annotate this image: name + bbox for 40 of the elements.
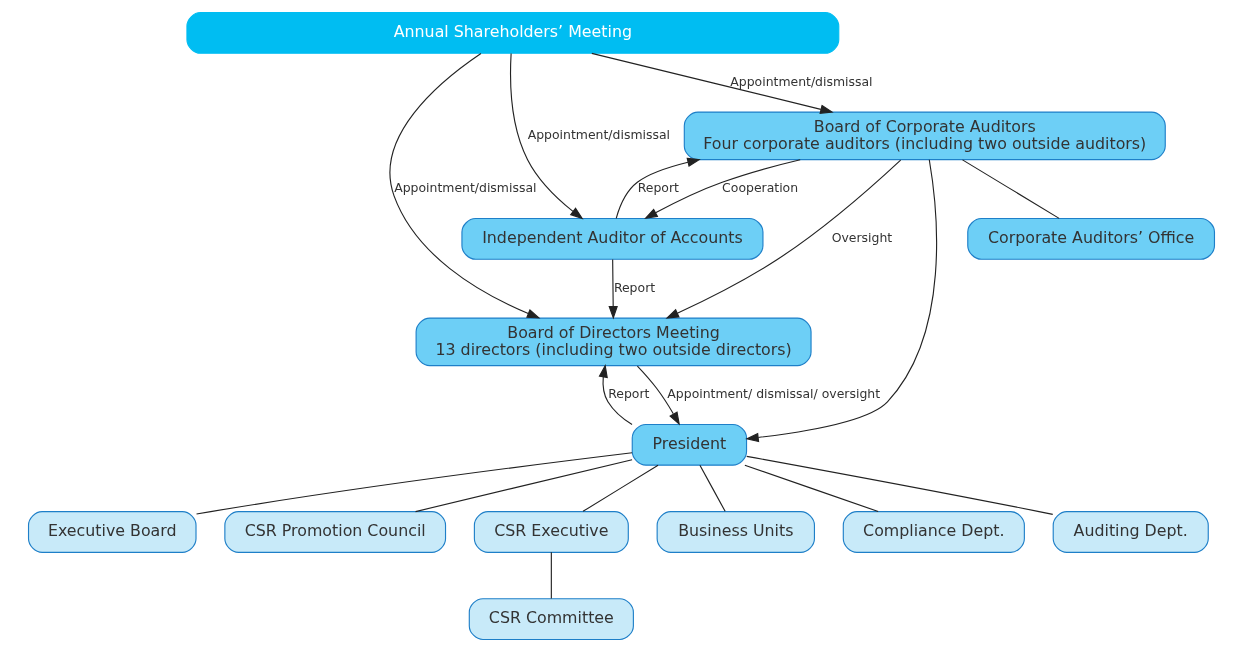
node-box: Board of Directors Meeting 13 directors (including two outside directors): [415, 317, 812, 367]
arrow: [590, 52, 834, 114]
node-box: President: [631, 423, 747, 466]
node-box: CSR Executive: [473, 511, 629, 553]
connector: [745, 455, 1053, 515]
edge-label: Oversight: [831, 230, 892, 246]
node-box: CSR Promotion Council: [223, 511, 446, 553]
node-box: Executive Board: [27, 511, 197, 553]
arrow: [607, 258, 618, 320]
node-box: Business Units: [656, 511, 815, 553]
node-box: CSR Committee: [468, 598, 634, 641]
arrow: [598, 364, 633, 426]
node-box: Board of Corporate Auditors Four corporate auditors (including two outside auditors): [683, 111, 1166, 161]
arrow: [664, 159, 901, 319]
edge-label: Report: [637, 180, 679, 196]
arrow: [509, 52, 583, 220]
edge-label: Appointment/dismissal: [393, 180, 536, 196]
connector: [414, 459, 633, 513]
node-box: Corporate Auditors’ Office: [966, 217, 1215, 260]
edge-label: Report: [607, 386, 649, 402]
arrow: [389, 52, 540, 319]
edge-label: Report: [613, 279, 655, 295]
node-box: Compliance Dept.: [842, 511, 1025, 553]
node-box: Independent Auditor of Accounts: [460, 217, 763, 260]
connector: [961, 159, 1060, 219]
edge-label: Appointment/ dismissal/ oversight: [666, 386, 880, 402]
edge-label: Appointment/dismissal: [527, 127, 670, 143]
edge-label: Appointment/dismissal: [729, 73, 873, 89]
connector: [195, 452, 633, 515]
edge-label: Cooperation: [721, 180, 798, 196]
connector: [698, 464, 726, 512]
arrow: [744, 159, 937, 443]
node-box: Auditing Dept.: [1052, 511, 1209, 553]
arrow: [615, 157, 701, 219]
arrow: [636, 365, 680, 426]
arrow: [643, 159, 801, 220]
connector: [550, 551, 552, 600]
connector: [743, 464, 879, 513]
node-box: Annual Shareholders’ Meeting: [185, 11, 839, 54]
connector: [581, 464, 659, 512]
